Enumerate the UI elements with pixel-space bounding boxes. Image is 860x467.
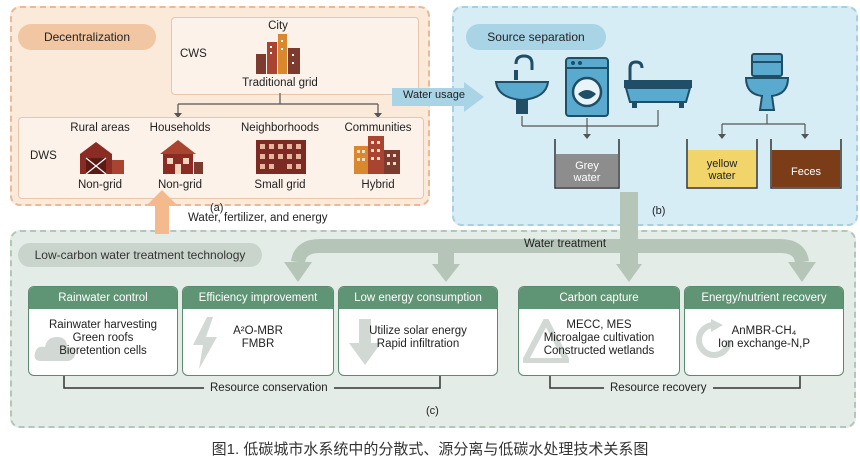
- water-treatment-label: Water treatment: [524, 238, 607, 250]
- grey-water-container: [554, 139, 620, 189]
- dws-label: DWS: [30, 150, 57, 162]
- yellow-water-container: [686, 139, 758, 189]
- card-line: Bioretention cells: [59, 345, 147, 357]
- sink-icon: [494, 54, 550, 114]
- water-fertilizer-energy-label: Water, fertilizer, and energy: [188, 212, 328, 224]
- card-line: FMBR: [241, 338, 275, 350]
- source-separation-pill: Source separation: [466, 24, 606, 50]
- non-grid-household-label: Non-grid: [157, 179, 203, 191]
- city-icon: [256, 34, 300, 74]
- panel-a-letter: (a): [210, 202, 224, 214]
- card-line: Rapid infiltration: [376, 338, 460, 350]
- panel-c-letter: (c): [426, 405, 439, 417]
- decentralization-pill: Decentralization: [18, 24, 156, 50]
- hybrid-label: Hybrid: [361, 179, 395, 191]
- card-line: Utilize solar energy: [369, 325, 467, 337]
- card-rainwater-control: Rainwater control Rainwater harvesting G…: [28, 286, 178, 376]
- card-head: Carbon capture: [519, 287, 679, 309]
- card-head: Energy/nutrient recovery: [685, 287, 843, 309]
- lightning-icon: [193, 317, 217, 369]
- grey-water-label: Grey water: [573, 160, 601, 184]
- neighborhood-icon: [256, 140, 306, 174]
- card-head: Low energy consumption: [339, 287, 497, 309]
- card-carbon-capture: Carbon capture MECC, MES Microalgae cult…: [518, 286, 680, 376]
- panel-b-letter: (b): [652, 205, 666, 217]
- city-label: City: [268, 20, 288, 32]
- card-energy-nutrient-recovery: Energy/nutrient recovery AnMBR-CH₄ Ion e…: [684, 286, 844, 376]
- feces-label: Feces: [791, 166, 821, 178]
- small-grid-label: Small grid: [254, 179, 306, 191]
- households-label: Households: [149, 122, 211, 134]
- card-head: Efficiency improvement: [183, 287, 333, 309]
- card-line: AnMBR-CH₄: [731, 325, 797, 337]
- house-icon: [160, 140, 203, 174]
- card-line: Rainwater harvesting: [48, 319, 158, 331]
- card-efficiency-improvement: Efficiency improvement A²O-MBR FMBR: [182, 286, 334, 376]
- traditional-grid-label: Traditional grid: [242, 77, 318, 89]
- rural-areas-label: Rural areas: [70, 122, 130, 134]
- card-line: Microalgae cultivation: [543, 332, 655, 344]
- recycle-icon: [696, 319, 732, 358]
- communities-label: Communities: [344, 122, 412, 134]
- down-arrow-icon: [349, 319, 381, 365]
- triangle-icon: [523, 319, 569, 363]
- feces-container: [770, 139, 842, 189]
- yellow-water-label: yellow water: [706, 158, 738, 182]
- community-icon: [354, 136, 400, 174]
- low-carbon-title-pill: Low-carbon water treatment technology: [18, 243, 262, 267]
- cws-label: CWS: [180, 48, 207, 60]
- non-grid-rural-label: Non-grid: [77, 179, 123, 191]
- barn-icon: [80, 142, 124, 174]
- card-line: Constructed wetlands: [543, 345, 655, 357]
- neighborhoods-label: Neighborhoods: [240, 122, 320, 134]
- water-usage-arrow: [392, 82, 484, 112]
- card-line: Green roofs: [72, 332, 134, 344]
- card-head: Rainwater control: [29, 287, 177, 309]
- toilet-icon: [744, 53, 790, 111]
- cloud-icon: [34, 337, 76, 361]
- washing-machine-icon: [565, 57, 609, 117]
- card-line: A²O-MBR: [233, 325, 283, 337]
- card-line: MECC, MES: [566, 319, 632, 331]
- resource-recovery-label: Resource recovery: [604, 382, 713, 394]
- resource-conservation-label: Resource conservation: [204, 382, 334, 394]
- card-line: Ion exchange-N,P: [717, 338, 811, 350]
- card-low-energy-consumption: Low energy consumption Utilize solar ene…: [338, 286, 498, 376]
- water-usage-label: Water usage: [403, 89, 465, 101]
- figure-caption: 图1. 低碳城市水系统中的分散式、源分离与低碳水处理技术关系图: [211, 441, 649, 458]
- up-arrow-orange: [146, 190, 178, 234]
- bathtub-icon: [624, 60, 692, 108]
